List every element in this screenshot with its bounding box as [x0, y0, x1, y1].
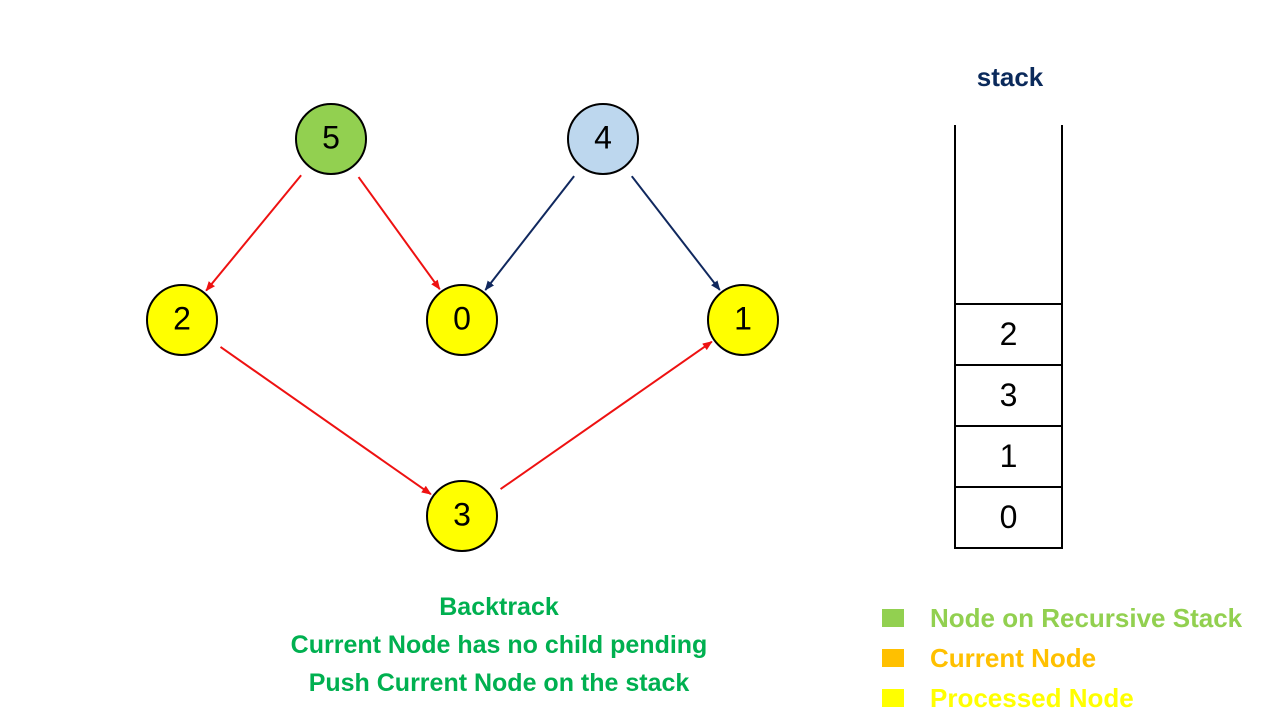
edge-5-to-0	[357, 176, 441, 291]
caption-line-1: Backtrack	[439, 593, 559, 621]
legend-label-processed: Processed Node	[930, 682, 1134, 713]
node-label-3: 3	[453, 496, 471, 532]
graph-node-3: 3	[426, 480, 498, 552]
node-circle-3	[426, 480, 498, 552]
node-circle-4	[567, 103, 639, 175]
node-circle-1	[707, 284, 779, 356]
caption-line-3: Push Current Node on the stack	[308, 669, 690, 697]
stack-item: 2	[956, 303, 1061, 364]
legend-swatch-processed	[882, 689, 904, 707]
node-label-4: 4	[594, 119, 612, 155]
legend-item-processed: Processed Node	[882, 678, 1242, 718]
caption-line-2: Current Node has no child pending	[290, 631, 708, 659]
step-caption: Backtrack Current Node has no child pend…	[200, 588, 798, 702]
edge-5-to-2	[205, 174, 302, 292]
edge-4-to-0	[484, 175, 575, 291]
graph-node-0: 0	[426, 284, 498, 356]
graph-node-5: 5	[295, 103, 367, 175]
edge-2-to-3	[219, 346, 432, 496]
stack-item: 1	[956, 425, 1061, 486]
graph-node-2: 2	[146, 284, 218, 356]
legend-item-recursive: Node on Recursive Stack	[882, 598, 1242, 638]
legend-swatch-current	[882, 649, 904, 667]
legend-swatch-recursive	[882, 609, 904, 627]
legend-item-current: Current Node	[882, 638, 1242, 678]
stack-title: stack	[976, 62, 1044, 92]
graph-node-4: 4	[567, 103, 639, 175]
stack-item: 0	[956, 486, 1061, 547]
edge-3-to-1	[499, 340, 713, 490]
legend-label-current: Current Node	[930, 642, 1097, 673]
node-circle-2	[146, 284, 218, 356]
legend-label-recursive: Node on Recursive Stack	[930, 602, 1243, 633]
node-circle-5	[295, 103, 367, 175]
dependency-graph: 5 4 2 0 1 3	[146, 103, 779, 552]
node-label-5: 5	[322, 119, 340, 155]
stack-item: 3	[956, 364, 1061, 425]
node-label-0: 0	[453, 300, 471, 336]
edge-4-to-1	[630, 175, 721, 291]
node-label-1: 1	[734, 300, 752, 336]
graph-node-1: 1	[707, 284, 779, 356]
node-label-2: 2	[173, 300, 191, 336]
legend: Node on Recursive Stack Current Node Pro…	[882, 598, 1242, 718]
node-circle-0	[426, 284, 498, 356]
